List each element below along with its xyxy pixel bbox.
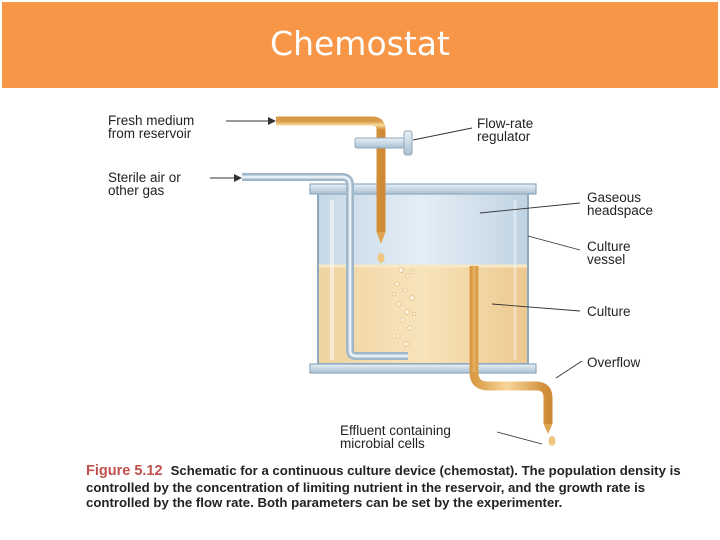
label-culture: Culture [587,304,631,319]
overflow-tube [469,266,553,424]
label-fresh-medium: Fresh medium from reservoir [108,113,195,141]
label-sterile-air: Sterile air or other gas [108,170,181,198]
effluent-drop [548,436,556,446]
leader-lines [210,120,583,445]
dropper-tip [376,232,386,244]
title-bar: Chemostat [2,2,718,88]
flow-rate-regulator [354,130,413,156]
air-bubbles [391,267,417,347]
vessel-lid [309,183,537,195]
page-title: Chemostat [270,24,450,63]
label-overflow: Overflow [587,355,641,370]
vessel-base [309,363,537,374]
label-flow-rate-regulator: Flow-rate regulator [477,116,534,144]
label-gaseous-headspace: Gaseous headspace [587,190,654,218]
arrowheads [234,117,276,182]
figure-number: Figure 5.12 [86,463,163,479]
caption-text: Schematic for a continuous culture devic… [86,463,681,510]
label-culture-vessel: Culture vessel [587,239,631,267]
medium-drop [377,253,385,263]
label-effluent: Effluent containing microbial cells [340,423,451,451]
